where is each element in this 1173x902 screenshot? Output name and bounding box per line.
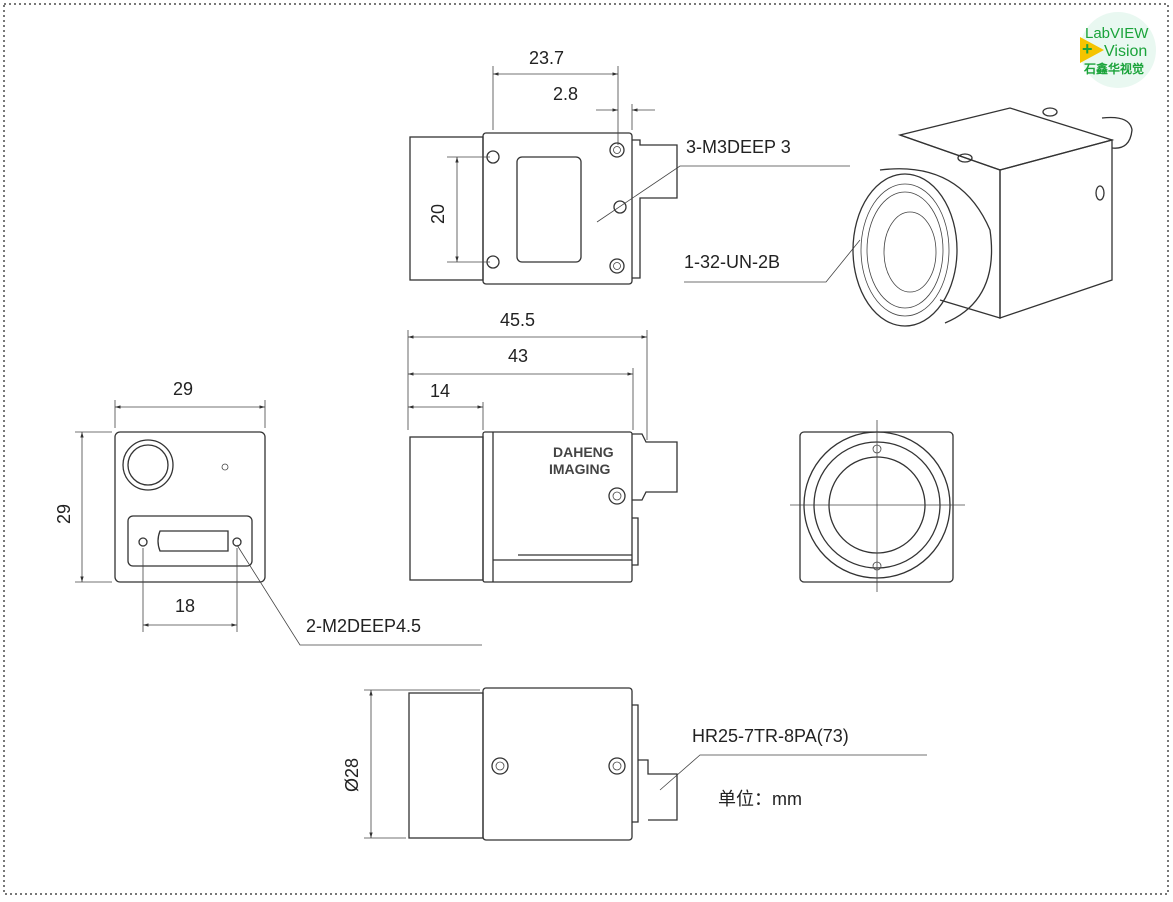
brand-daheng: DAHENG bbox=[553, 444, 614, 460]
callout-m2: 2-M2DEEP4.5 bbox=[306, 616, 421, 636]
dim-hole-spacing: 20 bbox=[428, 204, 448, 224]
svg-text:+: + bbox=[1082, 39, 1093, 59]
bottom-view: Ø28 HR25-7TR-8PA(73) 单位：mm bbox=[342, 687, 927, 841]
logo-text-chinese: 石鑫华视觉 bbox=[1083, 61, 1144, 76]
lens-front-view bbox=[790, 420, 965, 592]
logo-text-vision: Vision bbox=[1104, 43, 1147, 60]
unit-label: 单位：mm bbox=[718, 789, 802, 809]
dim-front-width: 29 bbox=[173, 379, 193, 399]
front-view: 29 29 18 2-M2DEEP4.5 bbox=[54, 379, 482, 646]
callout-thread: 1-32-UN-2B bbox=[684, 252, 780, 272]
isometric-view bbox=[852, 107, 1133, 327]
labview-vision-logo: LabVIEW + Vision 石鑫华视觉 bbox=[1080, 12, 1156, 88]
dim-top-width: 23.7 bbox=[529, 48, 564, 68]
callout-m3: 3-M3DEEP 3 bbox=[686, 137, 791, 157]
dim-side-lens: 14 bbox=[430, 381, 450, 401]
dim-front-hole-spacing: 18 bbox=[175, 596, 195, 616]
dim-side-total: 45.5 bbox=[500, 310, 535, 330]
page-border bbox=[3, 3, 1169, 895]
dim-top-offset: 2.8 bbox=[553, 84, 578, 104]
brand-imaging: IMAGING bbox=[549, 461, 611, 477]
side-view: DAHENG IMAGING 45.5 43 14 bbox=[407, 310, 678, 583]
logo-text-labview: LabVIEW bbox=[1085, 25, 1149, 42]
dim-side-body: 43 bbox=[508, 346, 528, 366]
top-view: 23.7 2.8 20 3-M3DEEP 3 1-32-UN-2B bbox=[409, 48, 861, 285]
callout-connector: HR25-7TR-8PA(73) bbox=[692, 726, 849, 746]
dim-diameter: Ø28 bbox=[342, 758, 362, 792]
dim-front-height: 29 bbox=[54, 504, 74, 524]
